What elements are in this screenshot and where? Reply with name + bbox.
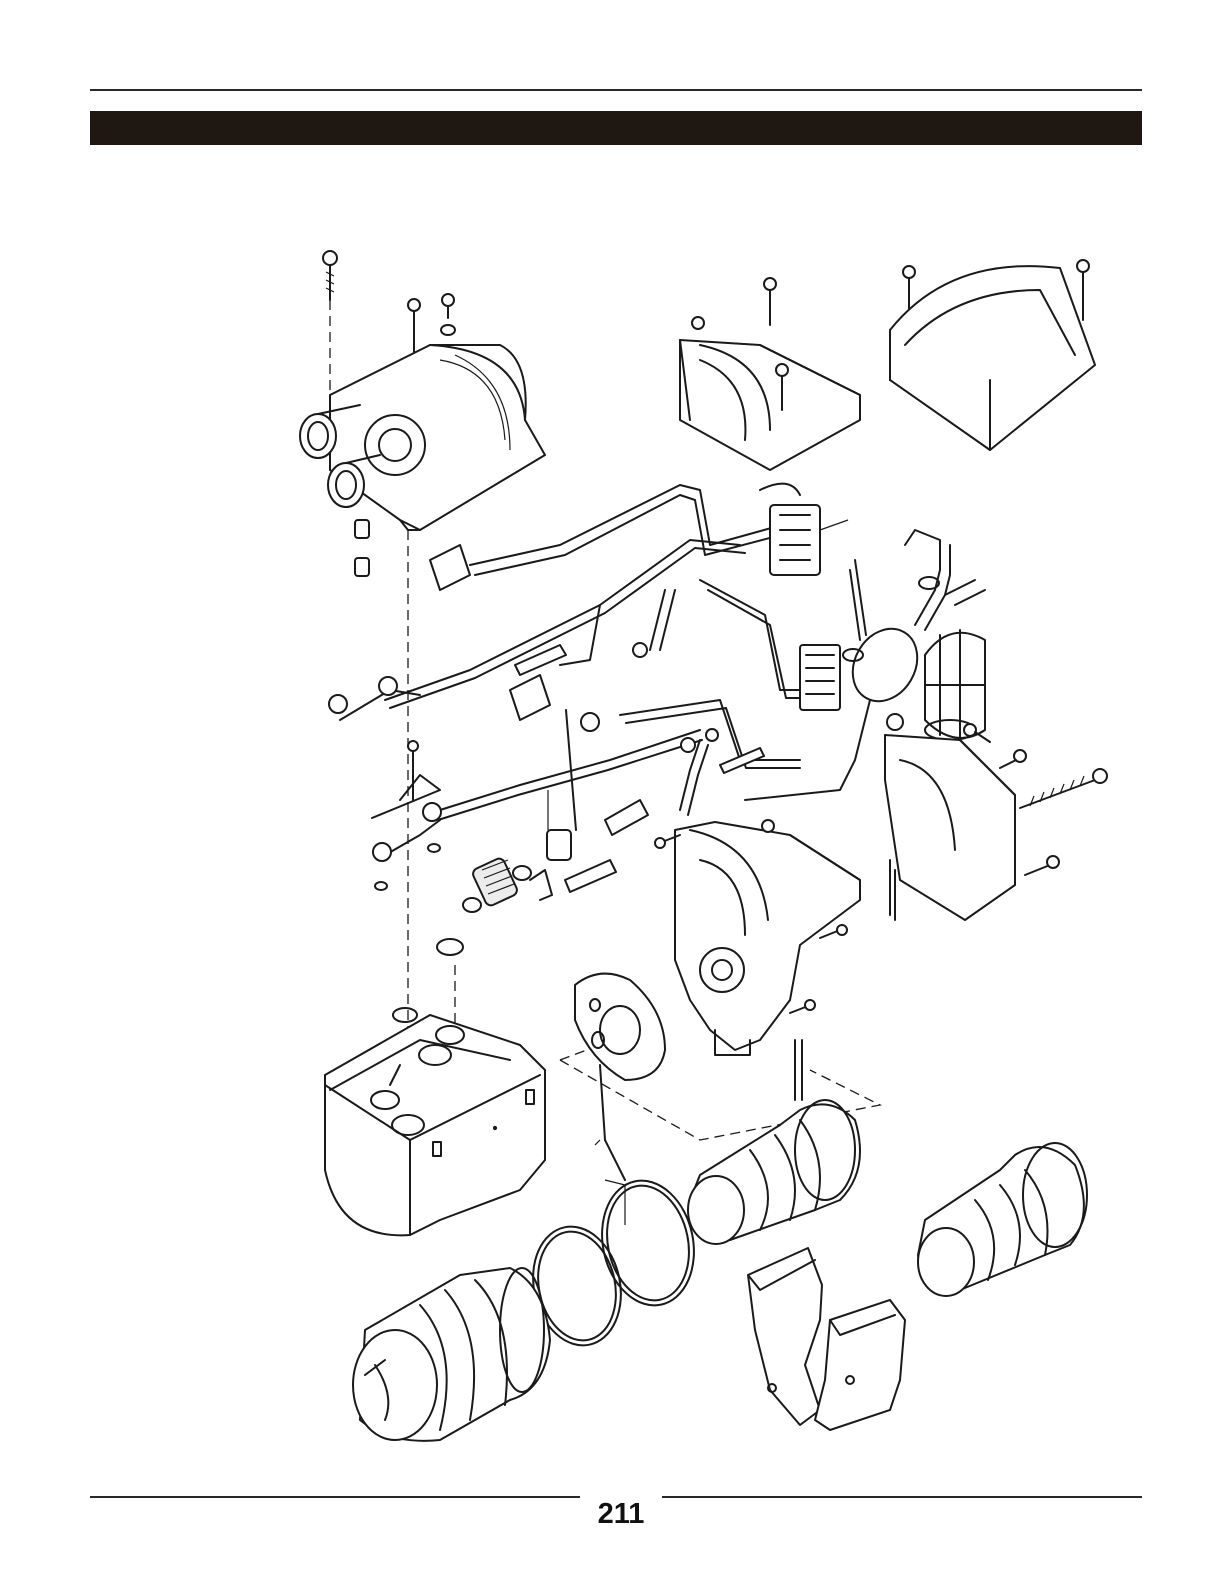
combustion-tube-alt — [917, 1142, 1088, 1297]
section-title-bar — [90, 111, 1142, 145]
burner-insert — [352, 1267, 551, 1442]
insulation-clamp — [747, 1247, 906, 1431]
header-rule — [90, 89, 1142, 91]
dosing-pump — [744, 529, 986, 801]
blower-housing — [654, 819, 861, 1056]
seal-rings-large — [532, 1179, 695, 1347]
filter-cage — [924, 629, 986, 746]
water-pump-assembly — [299, 344, 546, 577]
page-number: 211 — [597, 1498, 645, 1530]
combustion-tube — [687, 1039, 861, 1245]
footer-rule-left — [90, 1496, 580, 1498]
sensors-and-glow-pins — [328, 644, 765, 893]
heat-exchanger — [324, 1014, 546, 1237]
leader-lines — [547, 519, 849, 1225]
wiring-harness — [339, 482, 801, 859]
seal-rings-small — [392, 938, 464, 1023]
flange-plate — [574, 972, 666, 1181]
screw-housing-top — [407, 293, 456, 356]
footer-rule-right — [662, 1496, 1142, 1498]
fuel-filter-parts — [462, 857, 553, 913]
connector-plugs — [429, 504, 841, 753]
screw-long-left — [322, 250, 338, 301]
control-unit-cover — [679, 277, 861, 471]
outer-cover-shell — [889, 259, 1096, 451]
control-housing-right — [884, 723, 1108, 921]
